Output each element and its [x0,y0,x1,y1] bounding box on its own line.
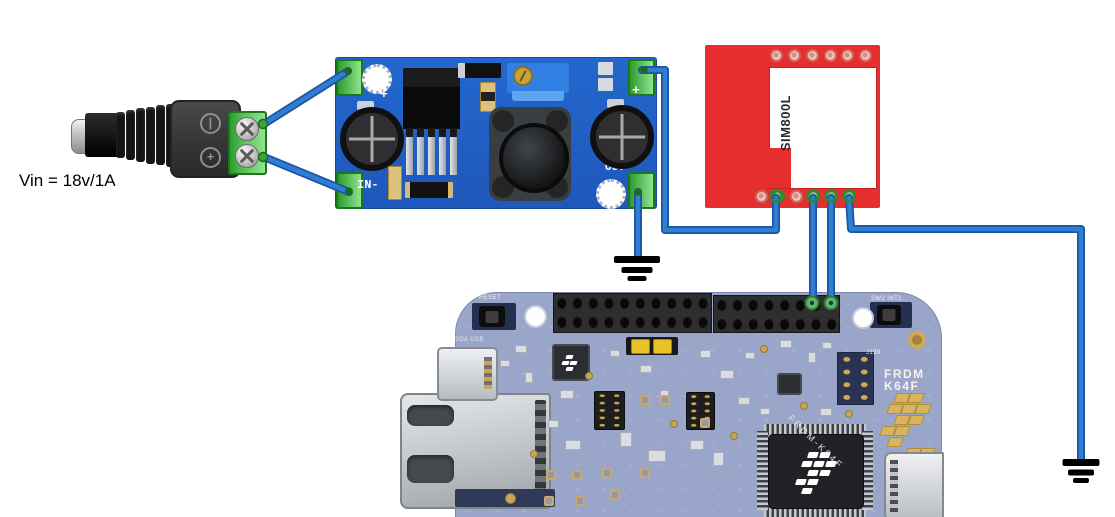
label-in-plus: + [380,87,388,102]
regulator-ic [403,87,460,129]
gold-test-point [908,331,926,349]
polarity-minus-icon: | [200,113,221,134]
trimmer-screw [513,66,533,86]
micro-usb-connector [437,347,498,401]
ground-symbol-2 [1062,459,1100,483]
sd-card-slot [884,452,944,517]
sim800l-chip-label: SIM800L [778,94,793,152]
inductor [489,107,571,201]
jumper-block [626,337,678,355]
sim800l-pin-bottom-6 [842,189,856,203]
sda-usb-label: SDA USB [455,337,484,343]
terminal-screw-bottom [235,144,259,168]
smd-resistor [405,182,453,198]
sw2-button [877,305,901,325]
capacitor-output [590,105,654,169]
mounting-hole [362,64,392,94]
sim800l-pin-top-5 [840,48,854,62]
sim800l-pin-bottom-1 [754,189,768,203]
capacitor-input [340,107,404,171]
reset-button [479,306,505,327]
terminal-in-plus [336,59,363,96]
sda-debug-chip [552,344,590,381]
sim800l-pin-bottom-3 [789,189,803,203]
mounting-hole [596,179,626,209]
ground-symbol-1 [614,256,660,281]
mounting-hole [524,305,547,328]
jack-barrel [85,113,120,157]
arduino-header-right [713,295,840,333]
jumper [653,339,672,354]
sim800l-pin-top-6 [858,48,872,62]
sim800l-pin-bottom-5 [824,189,838,203]
sim800l-pin-top-4 [823,48,837,62]
jumper [631,339,650,354]
sim800l-pin-bottom-4 [806,189,820,203]
smd-capacitor [388,166,402,200]
label-in-minus: IN- [357,178,379,192]
terminal-screw-top [235,117,259,141]
arduino-header-left [553,293,712,333]
vin-label: Vin = 18v/1A [19,171,116,190]
regulator-ic-tab [403,68,460,89]
smd-diode [458,63,501,78]
sim800l-pin-bottom-2 [771,189,785,203]
j199-label: J199 [866,350,881,356]
j199-header [837,352,874,405]
polarity-plus-icon: + [200,147,221,168]
debug-header [594,391,625,430]
jack-terminal-block [228,111,267,175]
sim800l-pin-top-1 [769,48,783,62]
board-name-label: FRDM K64F [884,367,925,393]
reset-label: RESET [479,295,502,301]
sim800l-pin-top-2 [787,48,801,62]
label-out-plus: + [632,83,640,98]
mounting-hole [852,307,874,329]
terminal-out-minus [628,172,655,209]
sim800l-pin-top-3 [805,48,819,62]
small-ic [777,373,802,395]
smd-capacitor [480,82,496,112]
